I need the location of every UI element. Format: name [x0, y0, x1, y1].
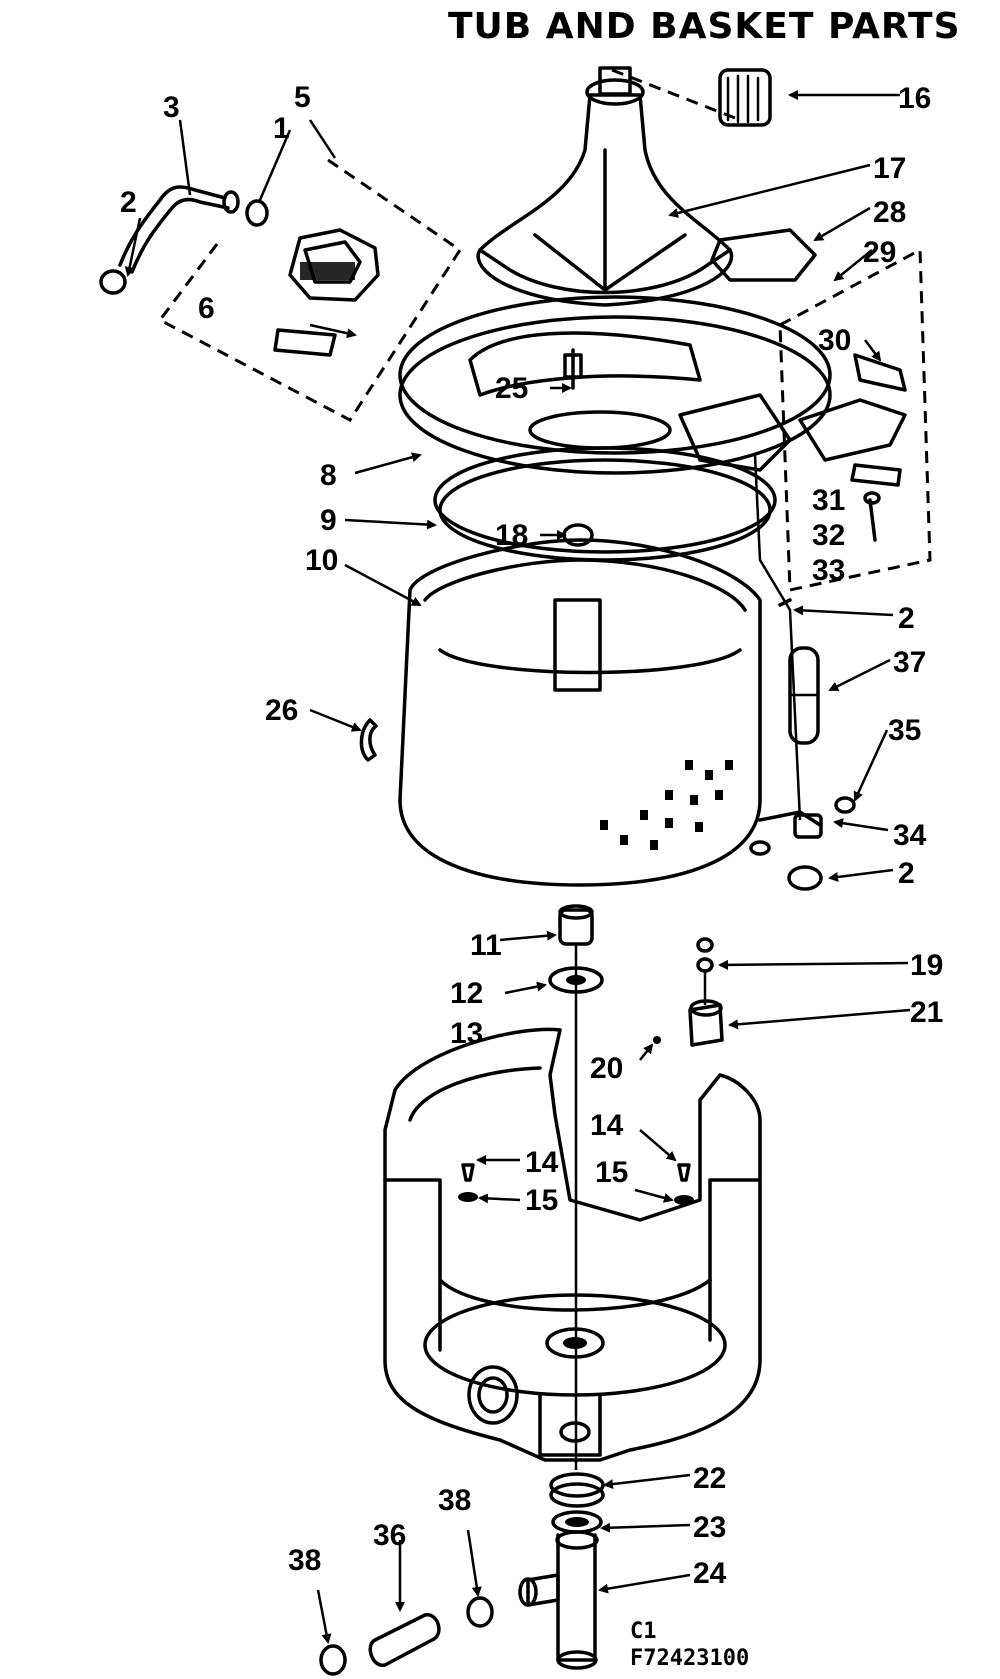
callout-12: 12 [450, 977, 483, 1010]
callout-22: 22 [693, 1462, 726, 1495]
figure-code-line2: F72423100 [630, 1646, 749, 1671]
figure-code-line1: C1 [630, 1619, 657, 1644]
callout-19: 19 [910, 949, 943, 982]
callout-25: 25 [495, 372, 528, 405]
callout-17: 17 [873, 152, 906, 185]
callout-38b: 38 [288, 1544, 321, 1577]
callout-20: 20 [590, 1052, 623, 1085]
callout-30: 30 [818, 324, 851, 357]
callout-2b: 2 [898, 602, 915, 635]
callout-29: 29 [863, 236, 896, 269]
callout-21: 21 [910, 996, 943, 1029]
callout-1: 1 [273, 112, 290, 145]
pump-connector-group [319, 1472, 605, 1676]
diagram-title: TUB AND BASKET PARTS [448, 6, 961, 47]
callout-6: 6 [198, 292, 215, 325]
callout-28: 28 [873, 196, 906, 229]
spring-clip-group [653, 937, 724, 1047]
leader-arrows [124, 90, 911, 1644]
callout-2a: 2 [120, 186, 137, 219]
callout-13: 13 [450, 1017, 483, 1050]
wash-basket [359, 523, 762, 887]
tub-ring [398, 295, 832, 475]
callout-5: 5 [294, 81, 311, 114]
callout-38a: 38 [438, 1484, 471, 1517]
callout-11: 11 [470, 929, 502, 962]
callout-15b: 15 [595, 1156, 628, 1189]
callout-2c: 2 [898, 857, 915, 890]
callout-31: 31 [812, 484, 845, 517]
callout-32: 32 [812, 519, 845, 552]
callout-8: 8 [320, 459, 337, 492]
callout-14b: 14 [525, 1146, 559, 1179]
callout-36: 36 [373, 1519, 406, 1552]
tub-seal [433, 446, 777, 554]
drive-nut-and-washer [548, 904, 604, 1470]
callout-9: 9 [320, 504, 337, 537]
callout-23: 23 [693, 1511, 726, 1544]
lid-switch-group [778, 247, 932, 592]
callout-33: 33 [812, 554, 845, 587]
outer-tub [383, 1027, 762, 1462]
callout-3: 3 [163, 91, 180, 124]
agitator-assembly [476, 66, 817, 307]
callout-26: 26 [265, 694, 298, 727]
callout-10: 10 [305, 544, 338, 577]
callout-34: 34 [893, 819, 927, 852]
callout-24: 24 [693, 1557, 727, 1590]
callout-labels: 1 2 3 5 6 8 9 10 11 12 13 14 14 14 15 15… [120, 81, 943, 1590]
fill-hose-assembly [749, 454, 856, 891]
dispenser-assembly-group [99, 158, 463, 422]
callout-37: 37 [893, 646, 926, 679]
callout-35: 35 [888, 714, 921, 747]
callout-16: 16 [898, 82, 931, 115]
callout-18: 18 [495, 519, 528, 552]
callout-15a: 15 [525, 1184, 558, 1217]
callout-14a: 14 [590, 1109, 624, 1142]
